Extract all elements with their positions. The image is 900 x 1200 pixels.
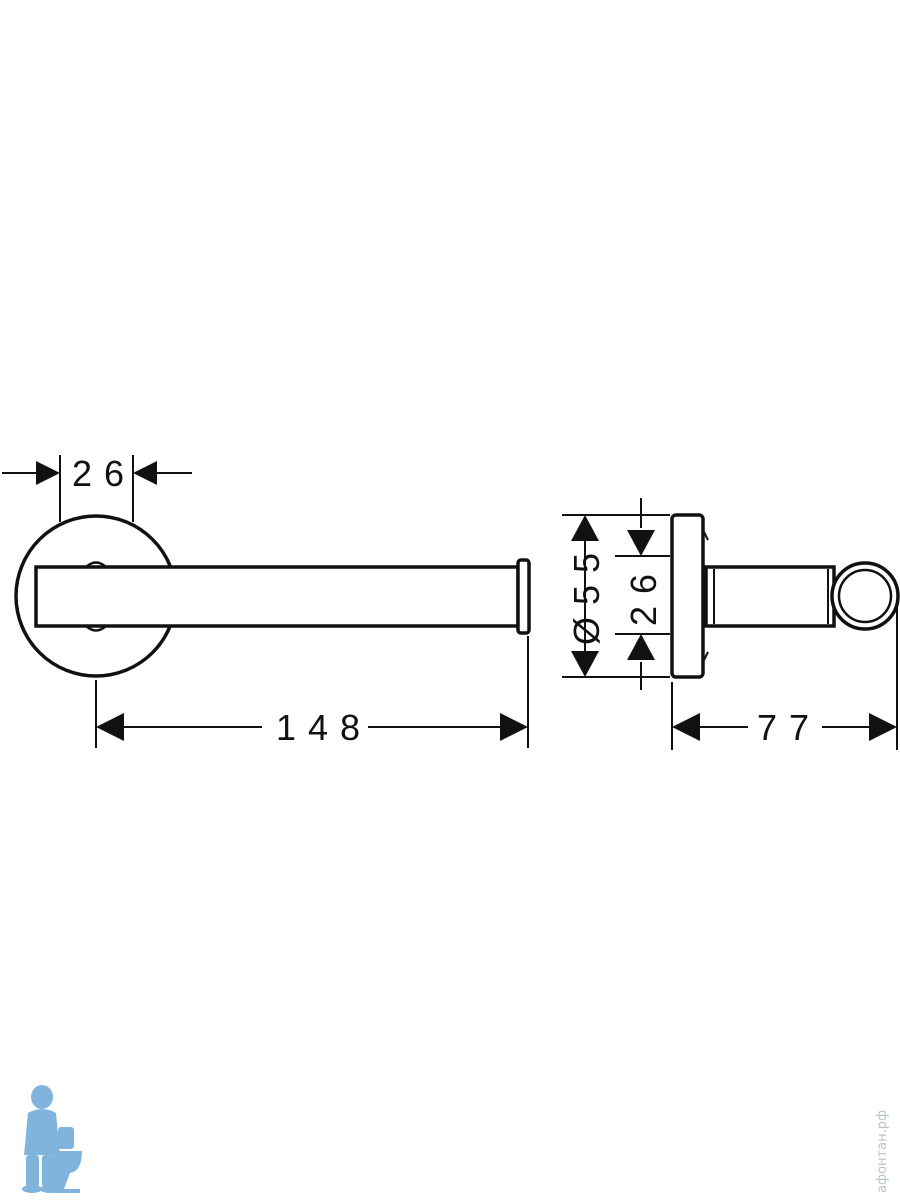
plumber-with-toilet-icon — [22, 1085, 82, 1193]
side-arm-end-ring — [830, 561, 900, 631]
front-arm — [34, 565, 520, 628]
dim-front-length — [95, 636, 529, 748]
label-front-top-width: 26 — [72, 453, 136, 494]
dim-side-depth — [671, 600, 898, 750]
label-side-depth: 77 — [757, 707, 821, 748]
label-side-plate-diameter: Ø55 — [566, 541, 607, 645]
watermark-site-text: афонтан.рф — [875, 1110, 890, 1193]
front-view — [14, 514, 531, 678]
dim-side-vertical — [562, 498, 670, 690]
side-wall-plate — [670, 513, 705, 679]
side-view — [670, 513, 900, 679]
label-side-arm-diameter: 26 — [623, 562, 664, 626]
side-arm — [704, 565, 836, 628]
front-arm-end-cap — [516, 558, 531, 635]
label-front-arm-length: 148 — [276, 707, 372, 748]
svg-text:афонтан.рф: афонтан.рф — [875, 1110, 890, 1193]
dim-front-top — [2, 455, 192, 522]
front-plate-hub — [85, 561, 107, 632]
